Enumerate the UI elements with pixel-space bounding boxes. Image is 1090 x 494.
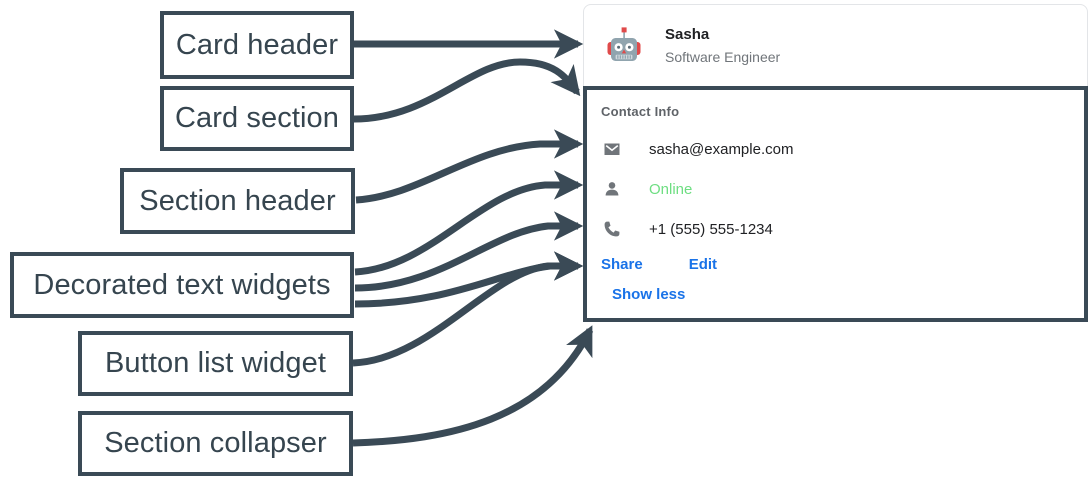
arrow-button-list <box>352 251 584 367</box>
person-icon <box>601 178 623 200</box>
card-header-subtitle: Software Engineer <box>665 48 781 65</box>
section-collapser-button[interactable]: Show less <box>612 286 686 303</box>
callout-section-collapser: Section collapser <box>78 411 353 476</box>
callout-section-collapser-label: Section collapser <box>104 427 327 459</box>
card-header-text: Sasha Software Engineer <box>665 25 780 68</box>
callout-decorated-text-widgets-label: Decorated text widgets <box>33 268 331 301</box>
callout-card-header-label: Card header <box>175 28 339 61</box>
arrow-decorated-1 <box>354 170 584 276</box>
share-button[interactable]: Share <box>601 256 643 273</box>
phone-value: +1 (555) 555-1234 <box>649 220 773 238</box>
email-value: sasha@example.com <box>649 140 794 158</box>
callout-card-section-label: Card section <box>175 102 339 134</box>
card-section: Contact Info sasha@example.com Online <box>583 86 1088 322</box>
arrow-section-collapser <box>352 325 594 447</box>
card-header[interactable]: Sasha Software Engineer <box>583 4 1088 88</box>
callout-decorated-text-widgets: Decorated text widgets <box>10 252 354 318</box>
decorated-text-widget-email[interactable]: sasha@example.com <box>601 138 793 160</box>
edit-button[interactable]: Edit <box>688 256 718 273</box>
decorated-text-widget-phone[interactable]: +1 (555) 555-1234 <box>601 218 773 240</box>
callout-card-header: Card header <box>160 11 354 79</box>
arrow-card-section <box>353 58 581 123</box>
callout-button-list-widget: Button list widget <box>78 331 353 396</box>
email-icon <box>601 138 623 160</box>
section-header: Contact Info <box>601 104 680 119</box>
phone-icon <box>601 218 623 240</box>
decorated-text-widget-status[interactable]: Online <box>601 178 692 200</box>
robot-avatar-icon <box>601 23 647 69</box>
callout-section-header: Section header <box>120 168 355 234</box>
button-list-widget: Share Edit <box>601 257 763 272</box>
card-header-title: Sasha <box>665 25 710 43</box>
status-value: Online <box>649 180 693 198</box>
callout-button-list-widget-label: Button list widget <box>104 347 327 379</box>
arrow-decorated-2 <box>354 211 584 292</box>
callout-section-header-label: Section header <box>139 184 336 217</box>
arrow-section-header <box>355 129 584 204</box>
profile-card <box>583 4 1088 94</box>
callout-card-section: Card section <box>160 86 354 151</box>
